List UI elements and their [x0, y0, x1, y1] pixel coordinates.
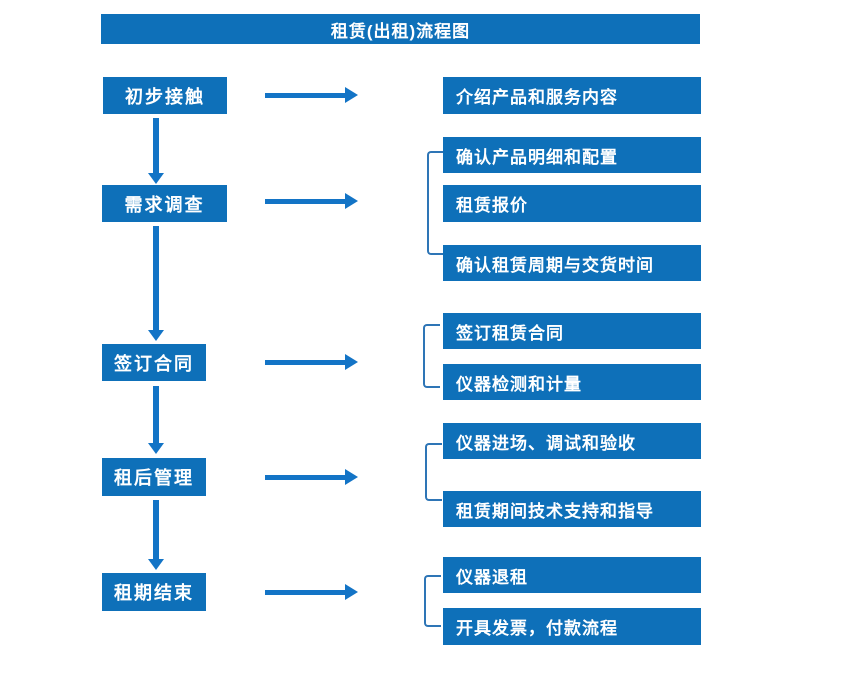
- arrow-head: [148, 443, 164, 454]
- detail-box-instrument-setup-acceptance: 仪器进场、调试和验收: [443, 423, 701, 459]
- arrow-shaft: [265, 198, 346, 204]
- detail-box-invoice-payment: 开具发票，付款流程: [443, 608, 701, 645]
- arrow-down-icon: [148, 118, 164, 184]
- arrow-shaft: [153, 386, 159, 444]
- detail-box-introduce-products: 介绍产品和服务内容: [443, 77, 701, 114]
- stage-box-lease-end: 租期结束: [102, 573, 206, 611]
- arrow-head: [148, 330, 164, 341]
- detail-box-technical-support: 租赁期间技术支持和指导: [443, 491, 701, 527]
- bracket-connector: [423, 324, 440, 388]
- detail-box-instrument-return: 仪器退租: [443, 557, 701, 593]
- stage-box-sign-contract: 签订合同: [102, 344, 206, 381]
- arrow-right-icon: [265, 87, 358, 103]
- arrow-right-icon: [265, 469, 358, 485]
- arrow-shaft: [153, 226, 159, 331]
- arrow-down-icon: [148, 226, 164, 341]
- arrow-head: [345, 193, 358, 209]
- arrow-head: [148, 559, 164, 570]
- detail-box-sign-rental-contract: 签订租赁合同: [443, 313, 701, 349]
- arrow-shaft: [265, 589, 346, 595]
- bracket-connector: [425, 443, 442, 501]
- arrow-head: [345, 469, 358, 485]
- detail-box-instrument-inspection: 仪器检测和计量: [443, 364, 701, 400]
- arrow-down-icon: [148, 500, 164, 570]
- arrow-shaft: [265, 92, 346, 98]
- arrow-shaft: [265, 359, 346, 365]
- bracket-connector: [427, 151, 444, 255]
- arrow-shaft: [265, 474, 346, 480]
- detail-box-rental-quotation: 租赁报价: [443, 185, 701, 222]
- arrow-down-icon: [148, 386, 164, 454]
- arrow-head: [345, 584, 358, 600]
- arrow-right-icon: [265, 193, 358, 209]
- arrow-right-icon: [265, 584, 358, 600]
- arrow-shaft: [153, 500, 159, 560]
- detail-box-confirm-product-details: 确认产品明细和配置: [443, 137, 701, 173]
- arrow-head: [345, 354, 358, 370]
- stage-box-initial-contact: 初步接触: [103, 77, 227, 114]
- stage-box-post-rental-management: 租后管理: [102, 458, 206, 496]
- arrow-shaft: [153, 118, 159, 174]
- arrow-head: [345, 87, 358, 103]
- arrow-right-icon: [265, 354, 358, 370]
- detail-box-confirm-rental-period: 确认租赁周期与交货时间: [443, 245, 701, 281]
- bracket-connector: [424, 575, 441, 627]
- arrow-head: [148, 173, 164, 184]
- stage-box-demand-survey: 需求调查: [102, 185, 227, 222]
- flowchart-title: 租赁(出租)流程图: [101, 14, 700, 44]
